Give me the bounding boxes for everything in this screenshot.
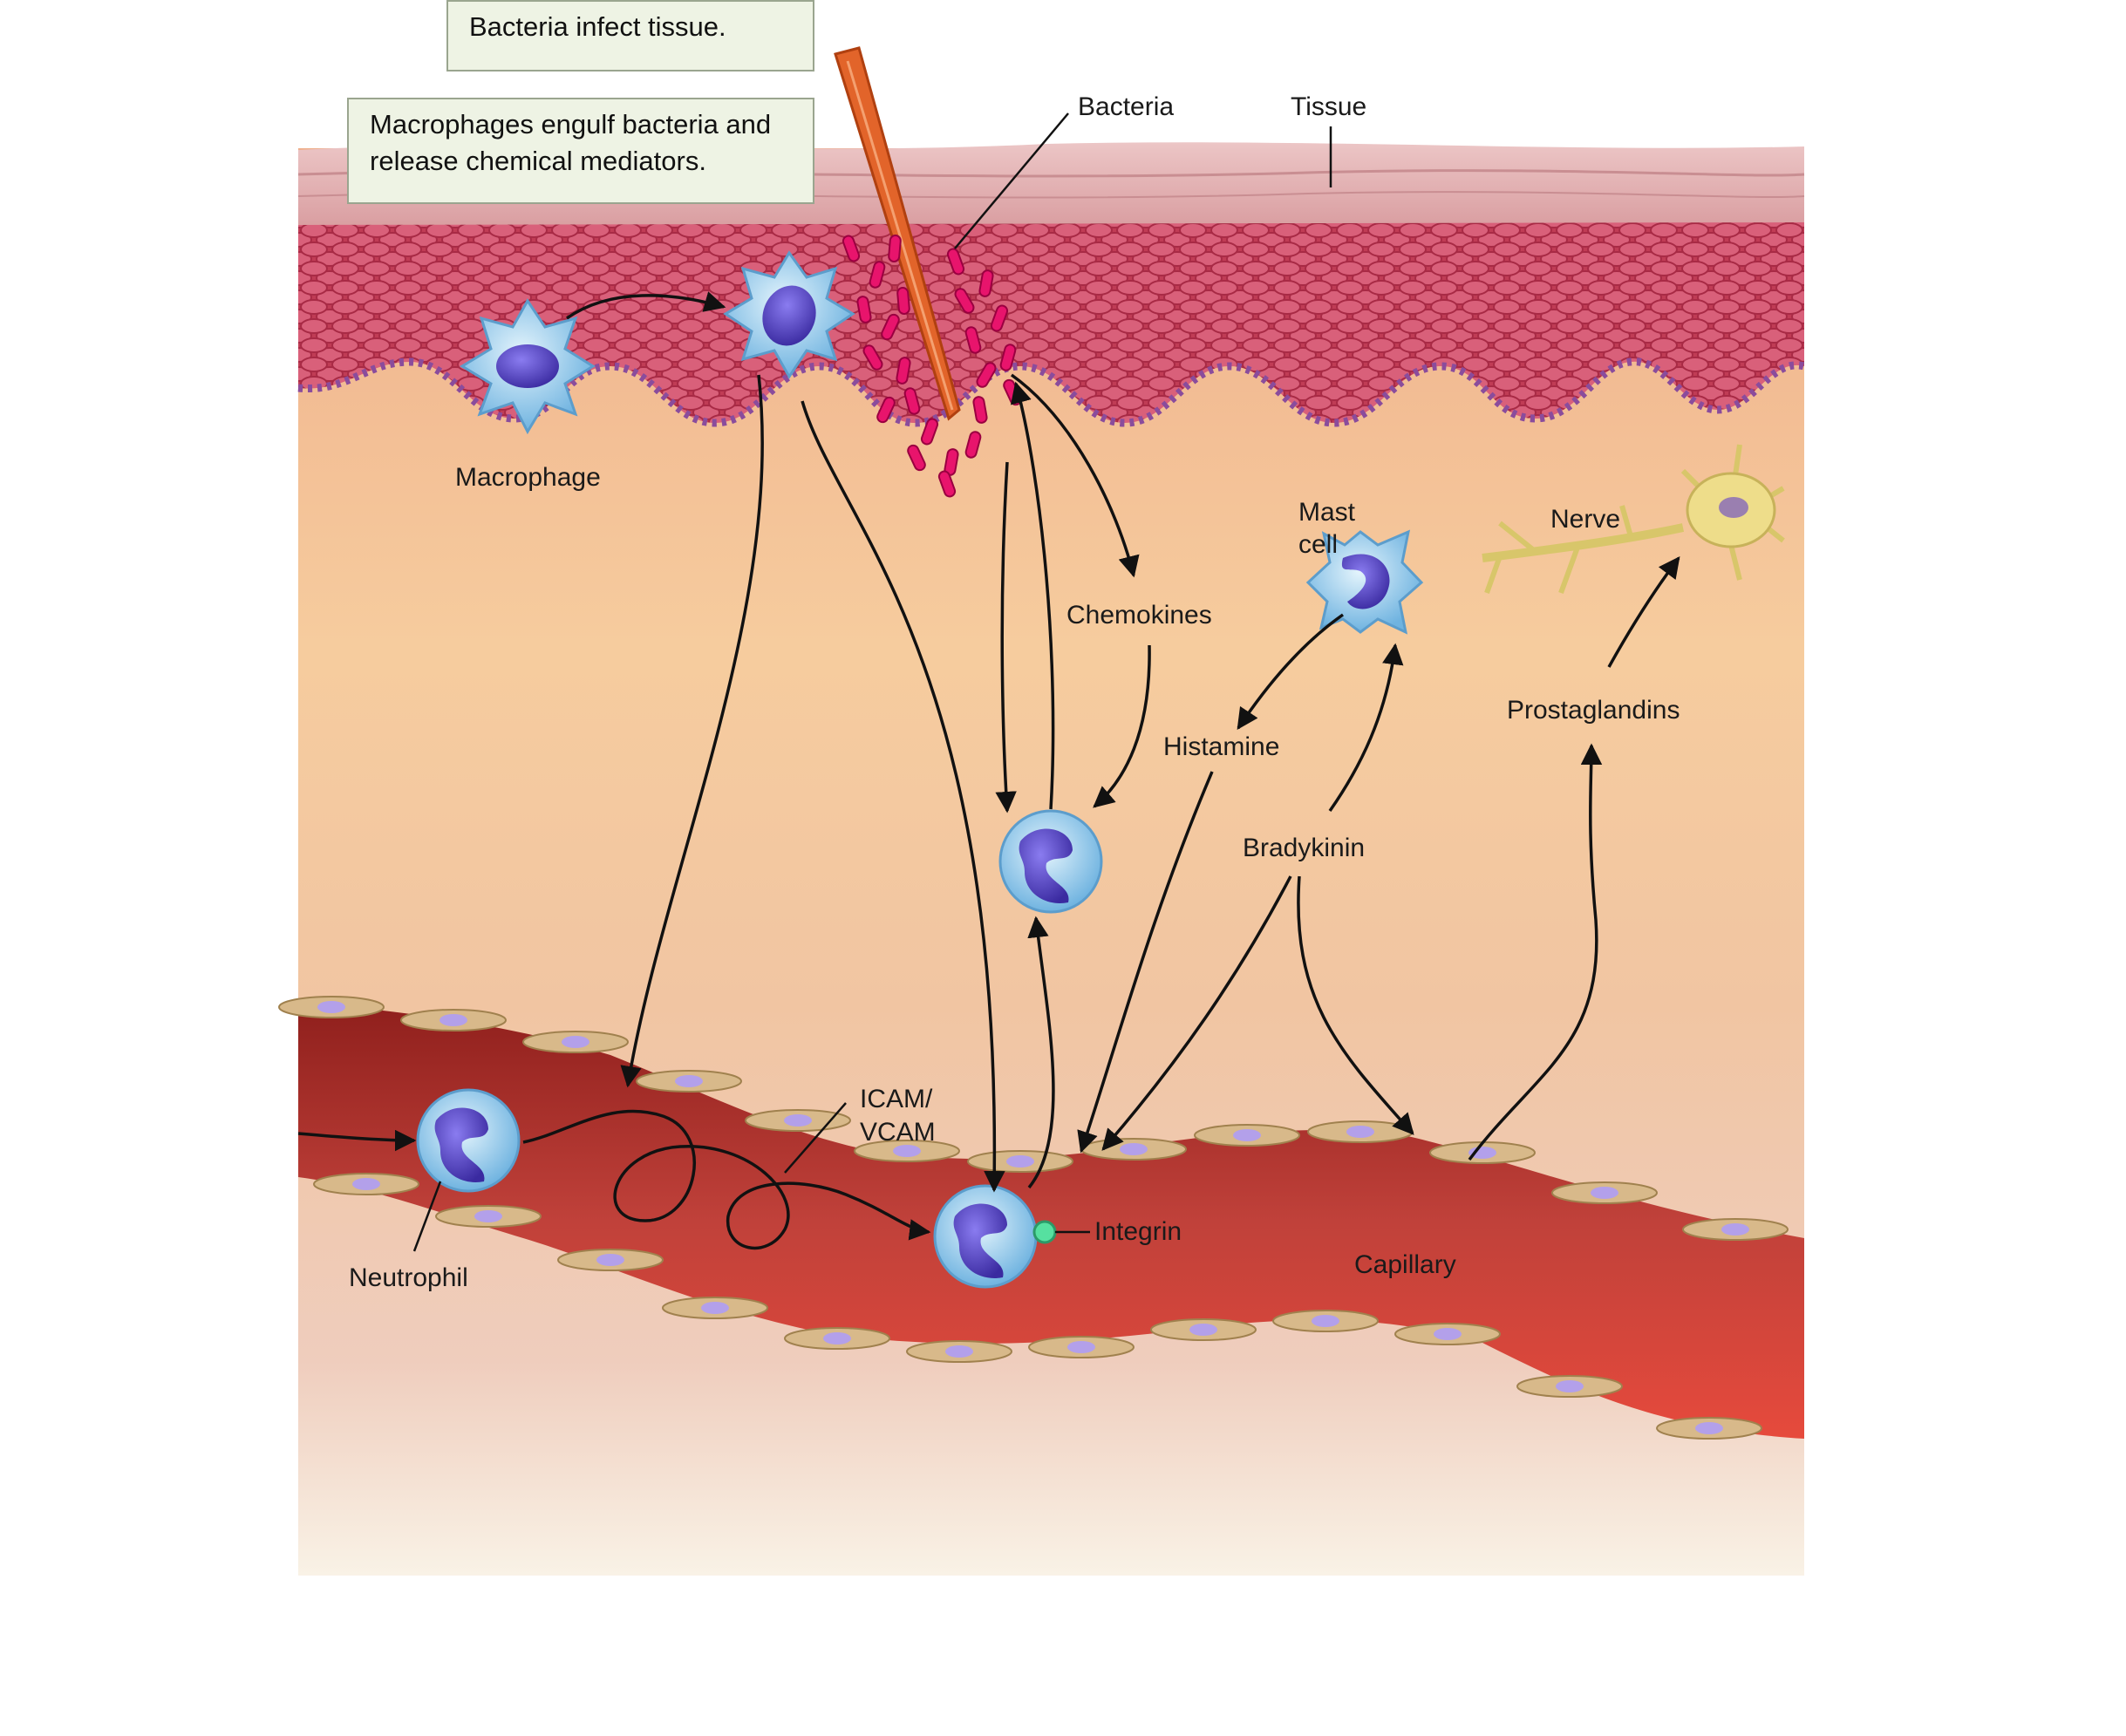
neutrophil-vessel <box>416 1088 521 1193</box>
leader-neutrophil <box>412 1181 442 1252</box>
arrow-chemokines-neutrophil <box>1093 644 1151 808</box>
arrow-bradykinin-mast <box>1328 643 1404 813</box>
label-tissue: Tissue <box>1291 92 1366 121</box>
endothelium-bottom <box>313 1173 1762 1440</box>
label-mast-cell-2: cell <box>1298 530 1338 559</box>
label-macrophage: Macrophage <box>455 463 601 492</box>
arrow-macrophage-to-vessel-1 <box>620 374 764 1088</box>
caption-step-1-text: Bacteria infect tissue. <box>469 11 726 42</box>
arrow-neutrophil-emigrate <box>1027 916 1055 1189</box>
label-icam-2: VCAM <box>860 1118 936 1147</box>
neutrophil-adhering <box>933 1184 1038 1289</box>
label-icam-1: ICAM/ <box>860 1085 933 1113</box>
label-nerve: Nerve <box>1550 505 1620 534</box>
cellular-layer <box>298 222 1804 423</box>
capillary-vessel <box>298 1003 1804 1439</box>
arrow-macrophage-migrate <box>565 291 726 320</box>
label-capillary: Capillary <box>1354 1250 1456 1279</box>
caption-step-2-text: Macrophages engulf bacteria and release … <box>370 109 772 176</box>
caption-step-1: Bacteria infect tissue. <box>446 0 814 71</box>
arrow-bradykinin-vessel <box>1101 875 1292 1151</box>
arrow-histamine-vessel <box>1077 771 1214 1154</box>
arrow-mast-histamine <box>1237 613 1345 731</box>
label-bacteria: Bacteria <box>1078 92 1174 121</box>
arrow-neutrophil-rolling <box>522 1109 931 1250</box>
arrow-bacteria-chemokines-2 <box>1010 373 1140 578</box>
label-prostaglandins: Prostaglandins <box>1507 696 1680 725</box>
label-mast-cell-1: Mast <box>1298 498 1356 527</box>
arrow-capillary-prostaglandins <box>1468 743 1603 1161</box>
mast-cell <box>1305 529 1424 635</box>
arrow-bacteria-chemokines-1 <box>995 461 1017 814</box>
arrow-bradykinin-capillary <box>1297 875 1414 1135</box>
leader-icam <box>784 1102 847 1174</box>
caption-step-2: Macrophages engulf bacteria and release … <box>347 98 814 204</box>
leader-bacteria <box>954 112 1069 249</box>
arrow-prostaglandins-nerve <box>1607 556 1680 668</box>
label-integrin: Integrin <box>1094 1217 1182 1246</box>
arrow-neutrophil-enter <box>297 1129 417 1152</box>
neutrophil-tissue <box>998 809 1103 914</box>
label-chemokines: Chemokines <box>1066 601 1212 630</box>
macrophage-1 <box>460 298 596 435</box>
nerve-cell <box>1482 444 1785 595</box>
label-bradykinin: Bradykinin <box>1243 834 1365 862</box>
label-neutrophil: Neutrophil <box>349 1263 468 1292</box>
integrin-dot <box>1032 1220 1057 1244</box>
arrow-macrophage-to-vessel-2 <box>801 400 1005 1193</box>
arrow-neutrophil-to-bacteria <box>1010 381 1055 810</box>
label-histamine: Histamine <box>1163 732 1279 761</box>
macrophage-2 <box>723 250 855 379</box>
